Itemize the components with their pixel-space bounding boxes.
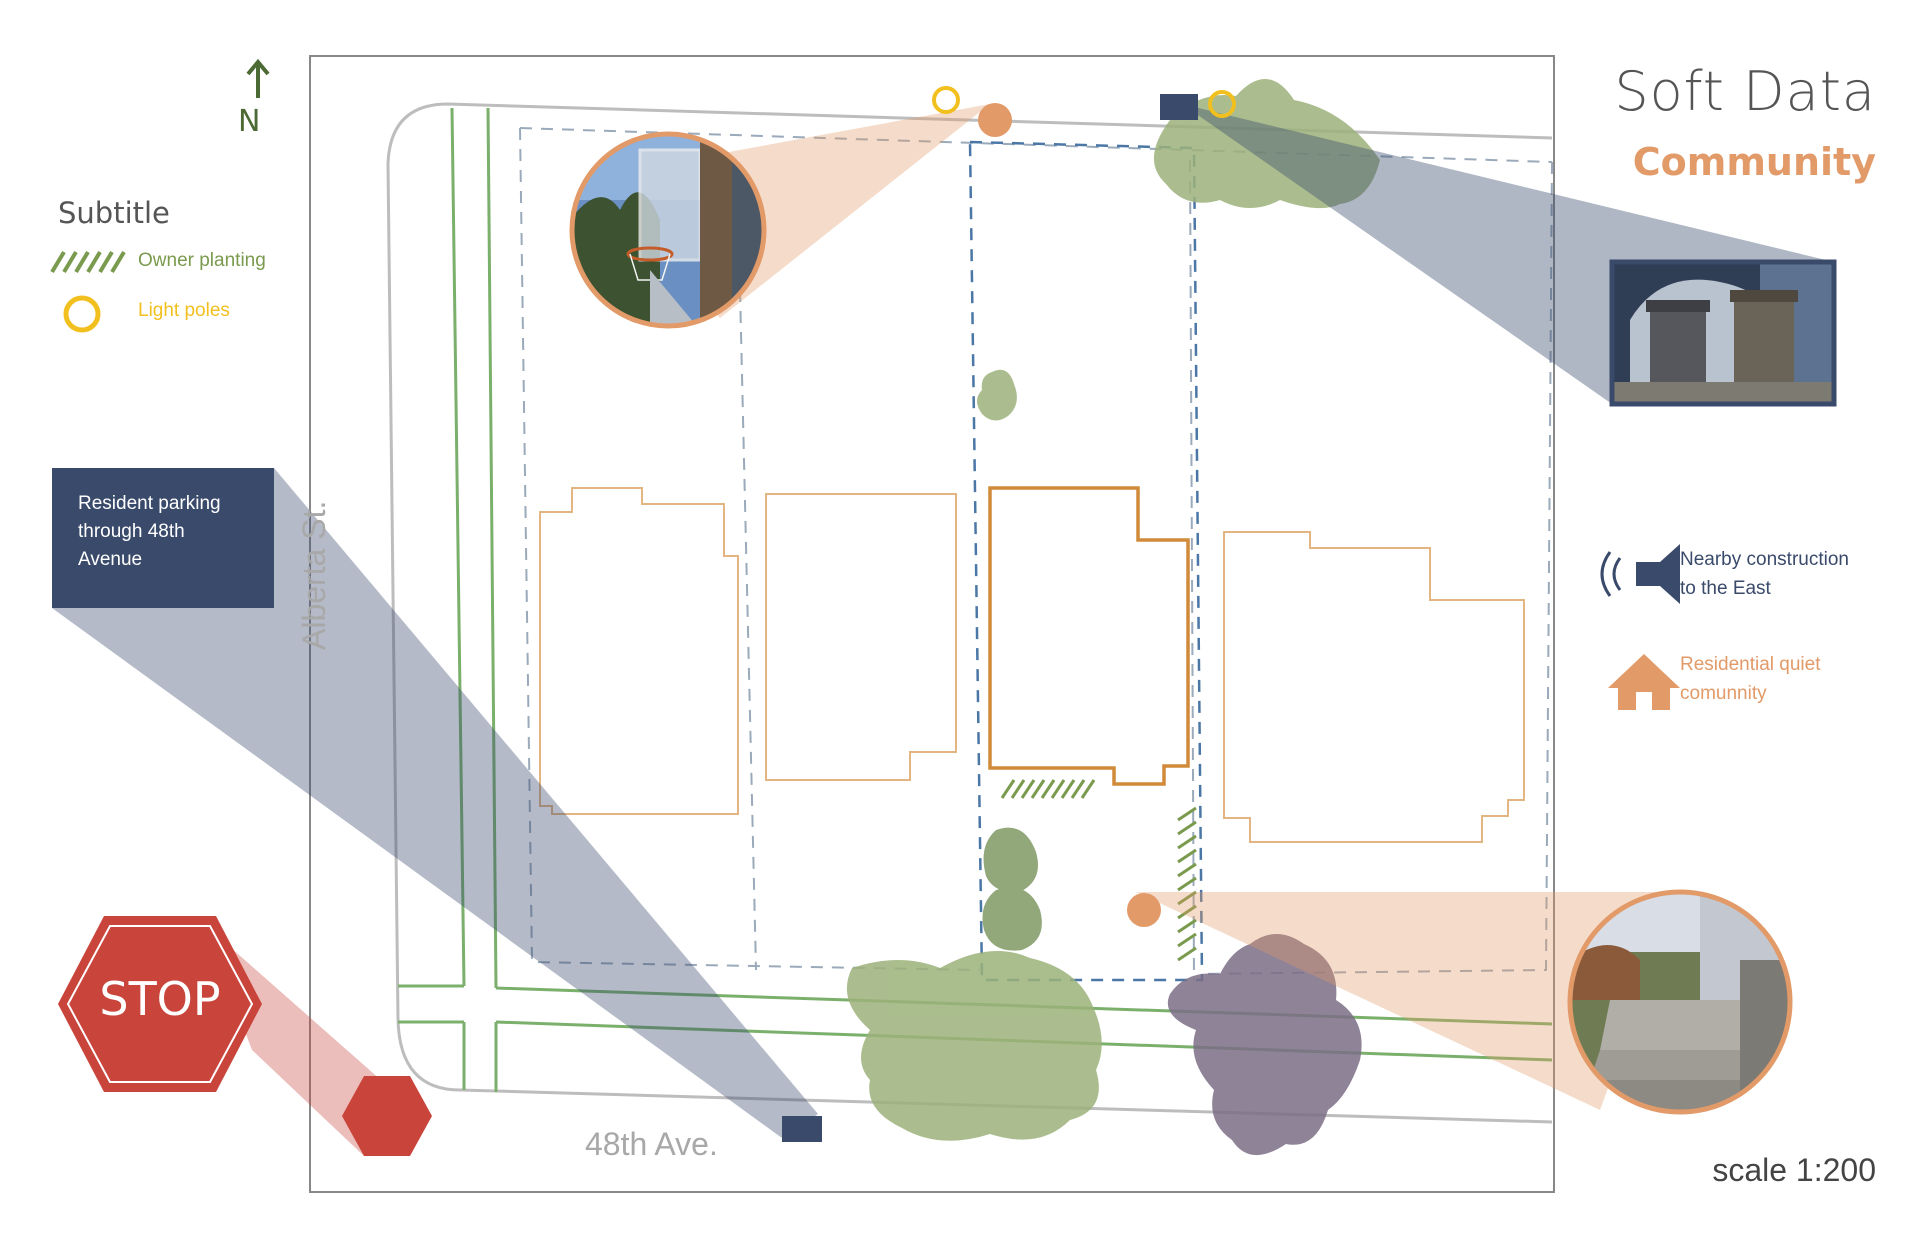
stop-sign-label: STOP bbox=[99, 972, 221, 1026]
ring-icon bbox=[63, 295, 101, 333]
construction-note-line-2: to the East bbox=[1680, 578, 1771, 599]
construction-zone bbox=[1167, 934, 1362, 1156]
stop-sign-location bbox=[342, 1076, 432, 1156]
north-label: N bbox=[238, 104, 261, 139]
scale-label: scale 1:200 bbox=[1712, 1152, 1876, 1188]
basketball-hoop-photo bbox=[569, 131, 767, 329]
legend-title: Subtitle bbox=[58, 196, 170, 230]
page-subtitle: Community bbox=[1632, 140, 1876, 184]
shrub-mid-2 bbox=[982, 887, 1042, 951]
light-pole-2 bbox=[1208, 90, 1236, 118]
hatch-icon bbox=[50, 250, 126, 274]
legend-light-poles: Light poles bbox=[138, 300, 230, 321]
parking-note-line-3: Avenue bbox=[78, 549, 143, 570]
north-arrow bbox=[246, 58, 270, 98]
map-frame bbox=[309, 55, 1555, 1193]
quiet-note-line-1: Residential quiet bbox=[1680, 654, 1821, 675]
light-pole-1 bbox=[932, 86, 960, 114]
tree-front bbox=[846, 950, 1102, 1141]
building-2 bbox=[765, 493, 957, 781]
building-1 bbox=[539, 487, 739, 815]
garbage-bins-photo bbox=[1609, 259, 1837, 407]
owner-planting-hatch bbox=[1000, 779, 1197, 962]
speaker-icon bbox=[1600, 544, 1680, 604]
vegetation bbox=[846, 78, 1380, 1141]
building-subject bbox=[988, 486, 1190, 786]
parking-note: Resident parking through 48th Avenue bbox=[52, 468, 274, 608]
parking-note-line-2: through 48th bbox=[78, 521, 185, 542]
parking-marker-south bbox=[782, 1116, 822, 1142]
view-point-hoop bbox=[978, 103, 1012, 137]
house-icon bbox=[1608, 654, 1680, 710]
parking-marker-north bbox=[1160, 94, 1198, 120]
street-label-48th: 48th Ave. bbox=[585, 1126, 718, 1162]
stop-sign bbox=[58, 916, 262, 1092]
shrub-mid-1 bbox=[983, 827, 1038, 893]
parking-note-line-1: Resident parking bbox=[78, 493, 221, 514]
shrub-small bbox=[977, 369, 1017, 421]
street-label-alberta: Alberta St. bbox=[296, 500, 332, 650]
quiet-community-note: Residential quiet comunnity bbox=[1680, 650, 1820, 708]
view-cone-parking bbox=[52, 468, 818, 1138]
legend-owner-planting: Owner planting bbox=[138, 250, 266, 271]
front-steps-photo bbox=[1567, 889, 1793, 1115]
view-cone-steps bbox=[1136, 892, 1680, 1110]
building-4 bbox=[1223, 531, 1525, 843]
construction-note: Nearby construction to the East bbox=[1680, 545, 1849, 603]
page-title: Soft Data bbox=[1614, 60, 1876, 123]
view-point-steps bbox=[1127, 893, 1161, 927]
quiet-note-line-2: comunnity bbox=[1680, 683, 1767, 704]
building-footprints bbox=[539, 486, 1525, 843]
construction-note-line-1: Nearby construction bbox=[1680, 549, 1849, 570]
